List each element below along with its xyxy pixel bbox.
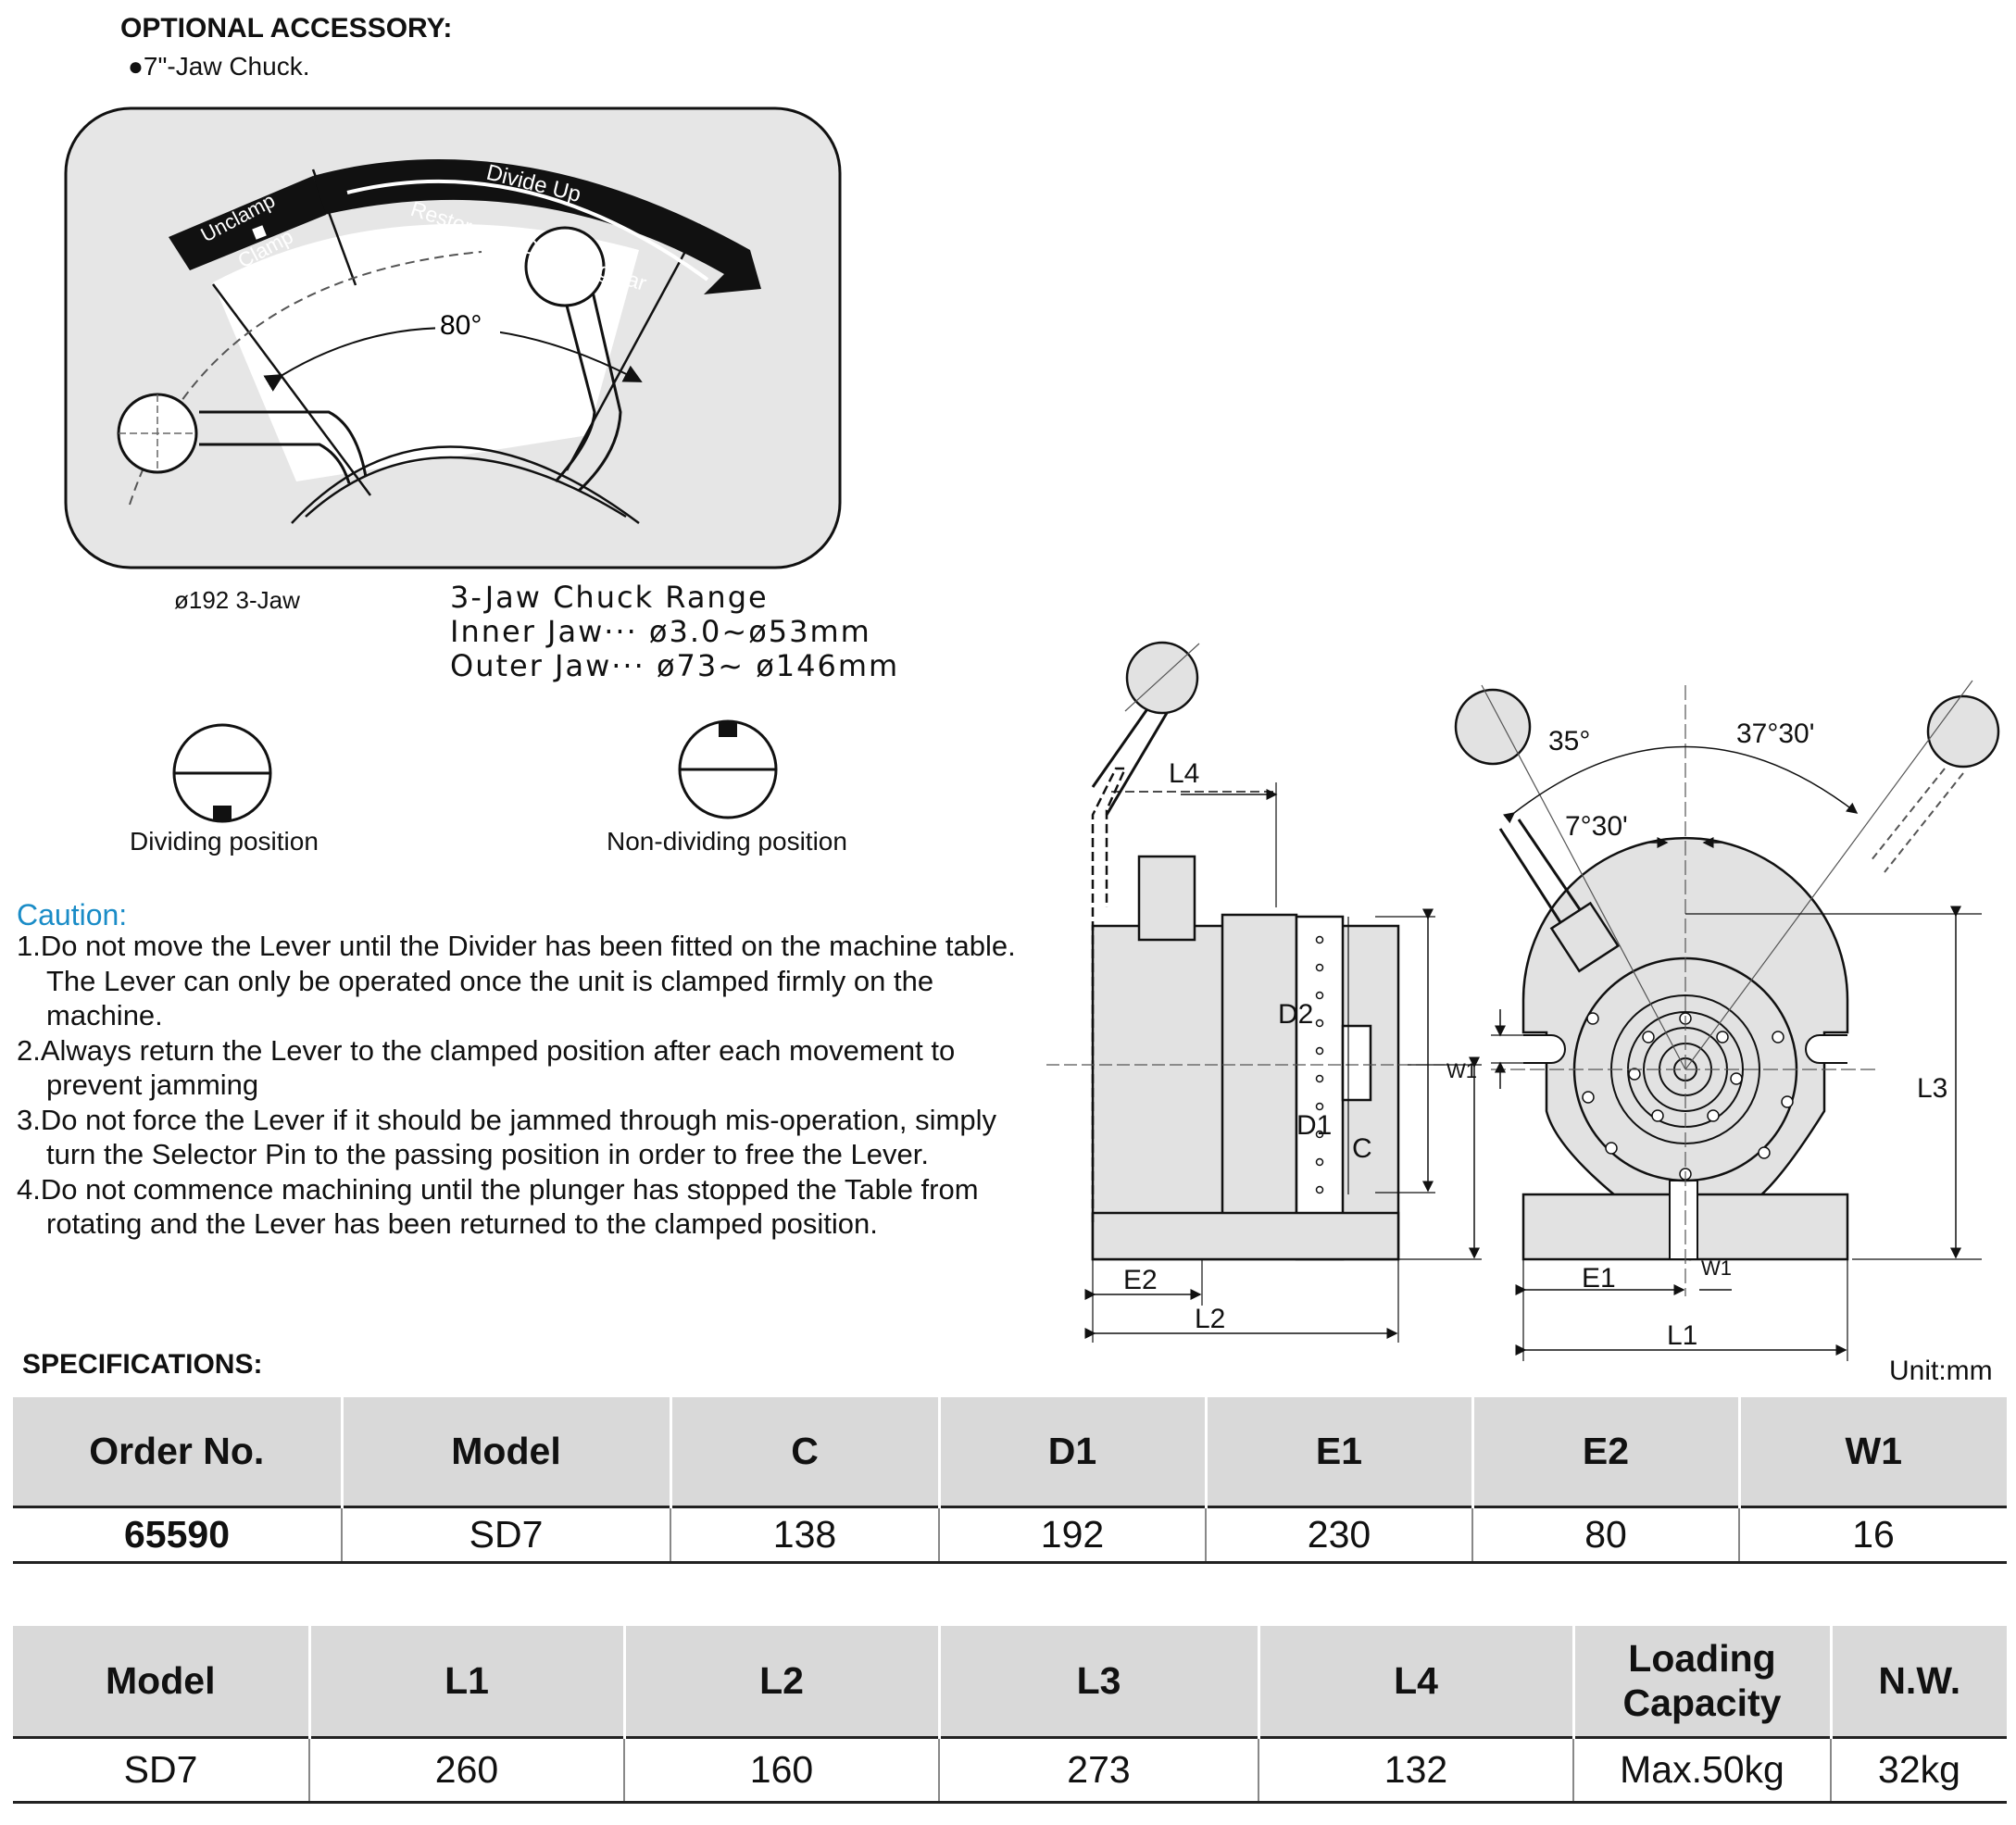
outer-jaw-range: Outer Jaw··· ø73~ ø146mm (450, 648, 900, 683)
caution-item: 3.Do not force the Lever if it should be… (17, 1103, 996, 1171)
table-cell: 65590 (13, 1506, 343, 1562)
caution-item: 1.Do not move the Lever until the Divide… (17, 930, 1016, 1031)
caution-item: 4.Do not commence machining until the pl… (17, 1172, 979, 1241)
dividing-position-label: Dividing position (130, 827, 319, 856)
table-cell: 138 (670, 1506, 940, 1562)
col-header: Loading Capacity (1573, 1626, 1833, 1737)
side-view: L4 D2 D1 C E2 (1046, 641, 1482, 1343)
front-view: 35° 37°30' 7°30' W1 L3 E1 W1 L1 (1446, 680, 2000, 1361)
table-cell: SD7 (342, 1506, 671, 1562)
chuck-arc-outer (291, 445, 640, 525)
caution-item: 2.Always return the Lever to the clamped… (17, 1033, 956, 1102)
specifications-heading: SPECIFICATIONS: (22, 1349, 263, 1380)
unit-label: Unit:mm (1889, 1356, 1993, 1386)
col-header: W1 (1739, 1397, 2007, 1506)
accessory-item-text: 7"-Jaw Chuck. (143, 52, 310, 81)
table-cell: 230 (1206, 1506, 1473, 1562)
col-header: L3 (939, 1626, 1260, 1737)
lever-knob-right (524, 226, 606, 307)
dim-E1: E1 (1582, 1263, 1616, 1294)
optional-accessory-heading: OPTIONAL ACCESSORY: (120, 13, 453, 44)
dim-C: C (1352, 1133, 1372, 1164)
angle-label: 80° (440, 310, 482, 341)
lever-operation-diagram: 80° Divide Up Restore the Operating bar … (64, 106, 842, 569)
angle-37-30: 37°30' (1736, 719, 1814, 749)
col-header: Model (342, 1397, 672, 1506)
col-header: E1 (1206, 1397, 1474, 1506)
col-header: E2 (1472, 1397, 1741, 1506)
caution-list: 1.Do not move the Lever until the Divide… (17, 929, 1017, 1242)
dim-D1: D1 (1296, 1110, 1332, 1141)
dim-W1-side: W1 (1446, 1059, 1477, 1082)
col-header: D1 (939, 1397, 1208, 1506)
divide-up-arrow (313, 159, 761, 294)
dim-D2: D2 (1278, 999, 1313, 1030)
table-row: 65590 SD7 138 192 230 80 16 (13, 1506, 2007, 1562)
dim-L4: L4 (1169, 758, 1199, 789)
inner-jaw-range: Inner Jaw··· ø3.0~ø53mm (450, 614, 871, 649)
table-cell: 192 (939, 1506, 1207, 1562)
table-cell: 160 (624, 1737, 940, 1802)
col-header: Model (13, 1626, 311, 1737)
non-dividing-position-icon (678, 719, 778, 819)
col-header: L4 (1258, 1626, 1575, 1737)
clamp-marker-icon (252, 225, 267, 240)
table-row: SD7 260 160 273 132 Max.50kg 32kg (13, 1737, 2007, 1802)
caution-title: Caution: (17, 898, 128, 931)
dim-L1: L1 (1667, 1320, 1697, 1351)
col-header: N.W. (1831, 1626, 2007, 1737)
table-cell: 260 (309, 1737, 625, 1802)
dim-W1-bottom: W1 (1701, 1256, 1732, 1280)
bullet-icon: ● (128, 52, 144, 81)
spec-table-2: Model L1 L2 L3 L4 Loading Capacity N.W. … (13, 1626, 2007, 1804)
technical-drawing: L4 D2 D1 C E2 (1046, 641, 2000, 1361)
dim-L3: L3 (1917, 1073, 1947, 1104)
chuck-arc-inner (305, 456, 627, 519)
dividing-position-icon (172, 723, 272, 823)
table-cell: 80 (1472, 1506, 1740, 1562)
table-cell: 273 (939, 1737, 1259, 1802)
non-dividing-position-label: Non-dividing position (607, 827, 847, 856)
col-header: L1 (309, 1626, 626, 1737)
table-cell: 16 (1852, 1512, 1895, 1556)
chuck-size-label: ø192 3-Jaw (174, 586, 300, 614)
table-cell: 32kg (1878, 1747, 1960, 1791)
clamp-arrow-band (169, 176, 326, 270)
chuck-range-title: 3-Jaw Chuck Range (450, 580, 769, 615)
table-cell: 132 (1258, 1737, 1574, 1802)
table-cell: SD7 (13, 1737, 310, 1802)
divide-boundary-line (565, 223, 702, 471)
accessory-item: ●7"-Jaw Chuck. (128, 52, 309, 81)
col-header: C (670, 1397, 941, 1506)
dim-L2: L2 (1195, 1304, 1225, 1334)
spec-table-1: Order No. Model C D1 E1 E2 W1 65590 SD7 … (13, 1397, 2007, 1564)
dim-E2: E2 (1123, 1265, 1158, 1295)
col-header: L2 (624, 1626, 941, 1737)
angle-35: 35° (1548, 726, 1590, 756)
table-cell: Max.50kg (1573, 1737, 1832, 1802)
col-header: Order No. (13, 1397, 344, 1506)
angle-7-30: 7°30' (1565, 811, 1628, 842)
